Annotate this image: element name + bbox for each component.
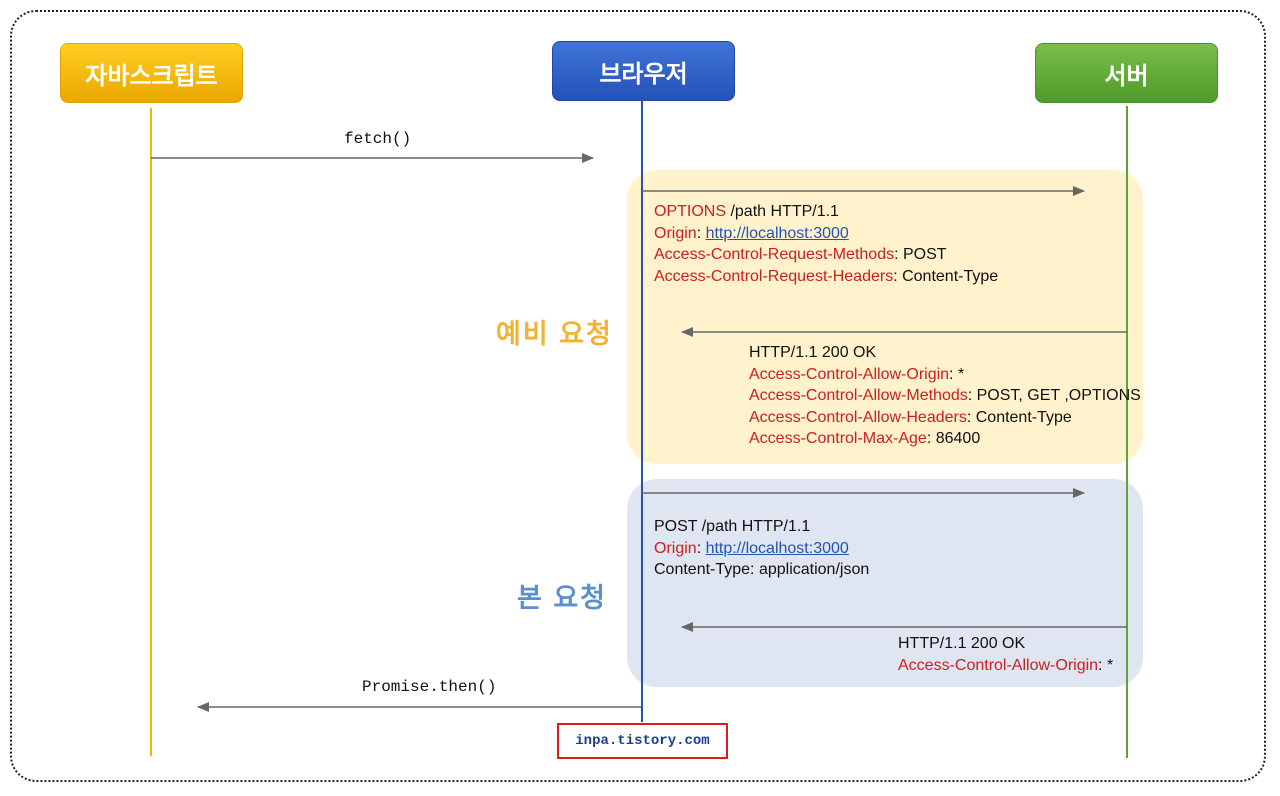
request-headers-header-name: Access-Control-Request-Headers — [654, 267, 894, 285]
origin-link[interactable]: http://localhost:3000 — [705, 224, 849, 242]
response-status: HTTP/1.1 200 OK — [749, 344, 877, 361]
allow-origin-header-name: Access-Control-Allow-Origin — [749, 365, 950, 383]
main-phase-label: 본 요청 — [517, 583, 608, 613]
javascript-lifeline — [150, 108, 152, 756]
main-origin-link[interactable]: http://localhost:3000 — [705, 539, 849, 557]
main-origin-header-name: Origin — [654, 539, 697, 557]
allow-methods-header-value: POST, GET ,OPTIONS — [976, 387, 1141, 405]
promise-then-label: Promise.then() — [362, 678, 497, 696]
main-request-message: POST /path HTTP/1.1 Origin: http://local… — [654, 516, 869, 581]
server-actor: 서버 — [1035, 43, 1218, 103]
preflight-phase-label: 예비 요청 — [496, 319, 613, 349]
allow-headers-header-value: Content-Type — [975, 408, 1072, 426]
max-age-header-value: 86400 — [935, 430, 981, 448]
allow-origin-header-value: * — [957, 365, 965, 383]
watermark: inpa.tistory.com — [557, 723, 728, 759]
main-allow-origin-header-value: * — [1106, 656, 1114, 674]
browser-actor: 브라우저 — [552, 41, 735, 101]
preflight-zone — [627, 170, 1143, 464]
main-allow-origin-header-name: Access-Control-Allow-Origin — [898, 656, 1099, 674]
request-methods-header-name: Access-Control-Request-Methods — [654, 246, 895, 264]
request-methods-header-value: POST — [902, 246, 947, 264]
fetch-label: fetch() — [344, 130, 412, 148]
browser-lifeline — [641, 100, 643, 722]
main-response-status: HTTP/1.1 200 OK — [898, 635, 1026, 652]
allow-methods-header-name: Access-Control-Allow-Methods — [749, 387, 968, 405]
main-response-message: HTTP/1.1 200 OK Access-Control-Allow-Ori… — [898, 635, 1114, 674]
request-path: /path HTTP/1.1 — [726, 203, 839, 220]
content-type-header: Content-Type: application/json — [654, 561, 870, 579]
main-request-zone — [627, 479, 1143, 687]
allow-headers-header-name: Access-Control-Allow-Headers — [749, 408, 967, 426]
diagram-frame — [10, 10, 1266, 782]
main-request-line: POST /path HTTP/1.1 — [654, 518, 811, 535]
javascript-actor: 자바스크립트 — [60, 43, 243, 103]
origin-header-name: Origin — [654, 224, 697, 242]
request-method: OPTIONS — [654, 203, 727, 220]
preflight-response-message: HTTP/1.1 200 OK Access-Control-Allow-Ori… — [749, 344, 1141, 448]
preflight-request-message: OPTIONS /path HTTP/1.1 Origin: http://lo… — [654, 203, 999, 285]
max-age-header-name: Access-Control-Max-Age — [749, 430, 927, 448]
server-lifeline — [1126, 106, 1128, 758]
request-headers-header-value: Content-Type — [902, 267, 999, 285]
